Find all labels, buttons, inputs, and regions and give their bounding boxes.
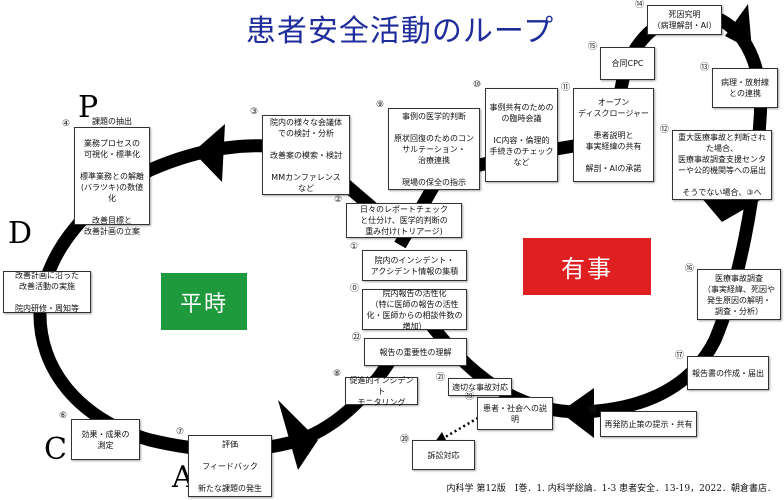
step-box-4: 課題の抽出 業務プロセスの 可視化・標準化 標準業務との解離 (バラツキ)の数値… bbox=[74, 117, 150, 236]
step-box-21: 適切な事故対応 bbox=[448, 378, 512, 396]
arrowhead-left-icon bbox=[193, 124, 225, 182]
step-box-16: 医療事故調査 （事実経緯、死因や 発生原因の解明・ 調査・分析） bbox=[697, 269, 781, 320]
step-box-9: 事例の医学的判断 原状回復のためのコン サルテーション・ 治療連携 現場の保全の… bbox=[388, 108, 480, 190]
step-box-15: 合同CPC bbox=[600, 47, 655, 80]
arrowhead-right-mid-icon bbox=[700, 196, 760, 222]
step-box-8: 促進的インシデント モニタリング bbox=[345, 376, 418, 407]
step-box-19: 患者・社会への説明 bbox=[477, 397, 553, 430]
step-number: ① bbox=[350, 242, 359, 252]
step-number: ④ bbox=[62, 119, 71, 129]
arrowhead-right-bottom-icon bbox=[560, 388, 594, 438]
step-number: ⑧ bbox=[333, 369, 342, 379]
step-box-17: 報告書の作成・届出 bbox=[687, 356, 769, 390]
step-number: ㉑ bbox=[436, 373, 446, 383]
step-number: ⑲ bbox=[465, 392, 475, 402]
step-number: ⑬ bbox=[700, 63, 710, 73]
step-box-10: 事例共有のための の臨時会議 IC内容・倫理的 手続きのチェック など bbox=[485, 88, 558, 182]
step-number: ⓪ bbox=[350, 284, 360, 294]
step-number: ⑰ bbox=[675, 351, 685, 361]
step-box-0: 院内報告の活性化 （特に医師の報告の活性 化・医師からの相談件数の 増加） bbox=[362, 289, 467, 331]
step-number: ⑨ bbox=[376, 100, 385, 110]
step-box-13: 病理・放射線 との連携 bbox=[712, 68, 778, 108]
step-box-5: 改善計画に沿った 改善活動の実施 院内研修・周知等 bbox=[3, 271, 91, 313]
step-box-20: 訴訟対応 bbox=[412, 440, 475, 470]
step-number: ⑯ bbox=[685, 264, 695, 274]
yuji-label: 有事 bbox=[523, 238, 651, 295]
step-box-22: 報告の重要性の理解 bbox=[364, 338, 467, 366]
step-box-1: 院内のインシデント・ アクシデント情報の集積 bbox=[362, 250, 467, 281]
pdca-d: D bbox=[8, 216, 33, 251]
dotted-arrow-line bbox=[439, 416, 479, 442]
step-box-11: オープン ディスクロージャー 患者説明と 事実経緯の共有 解剖・AIの承諾 bbox=[573, 88, 654, 182]
step-number: ⑮ bbox=[588, 42, 598, 52]
pdca-p: P bbox=[78, 90, 99, 125]
step-box-3: 院内の様々な会議体 での検討・分析 改善案の模索・検討 MMカンファレンス など bbox=[262, 115, 350, 195]
step-number: ⑥ bbox=[59, 411, 68, 421]
step-number: ⑦ bbox=[176, 427, 185, 437]
pdca-c: C bbox=[44, 432, 67, 467]
step-box-2: 日々のレポートチェック と仕分け、医学的判断の 重み付け(トリアージ) bbox=[346, 203, 462, 238]
step-number: ⑱ bbox=[588, 406, 598, 416]
step-box-6: 効果・成果の 測定 bbox=[71, 419, 140, 460]
step-number: ⑪ bbox=[561, 83, 571, 93]
step-number: ⑭ bbox=[635, 0, 645, 10]
step-number: ⑩ bbox=[473, 80, 482, 90]
step-box-7: 評価 フィードバック 新たな課題の発生 bbox=[188, 435, 272, 497]
step-number: ② bbox=[334, 195, 343, 205]
arrowhead-bottom-icon bbox=[278, 400, 318, 470]
step-box-14: 死因究明 （病理解剖・AI） bbox=[647, 5, 722, 35]
step-box-12: 重大医療事故と判断された場合、 医療事故調査支援センターや公的機関等への届出 そ… bbox=[672, 130, 772, 200]
step-number: ㉒ bbox=[352, 333, 362, 343]
step-number: ⑫ bbox=[660, 125, 670, 135]
step-number: ⑳ bbox=[400, 435, 410, 445]
heiji-label: 平時 bbox=[161, 273, 247, 330]
step-number: ③ bbox=[250, 107, 259, 117]
page-title: 患者安全活動のループ bbox=[245, 14, 555, 49]
step-box-18: 再発防止策の提示・共有 bbox=[600, 411, 697, 437]
arrowhead-top-right-icon bbox=[725, 4, 752, 50]
source-citation: 内科学 第12版 I巻．1. 内科学総論．1-3 患者安全．13-19，2022… bbox=[446, 484, 776, 494]
